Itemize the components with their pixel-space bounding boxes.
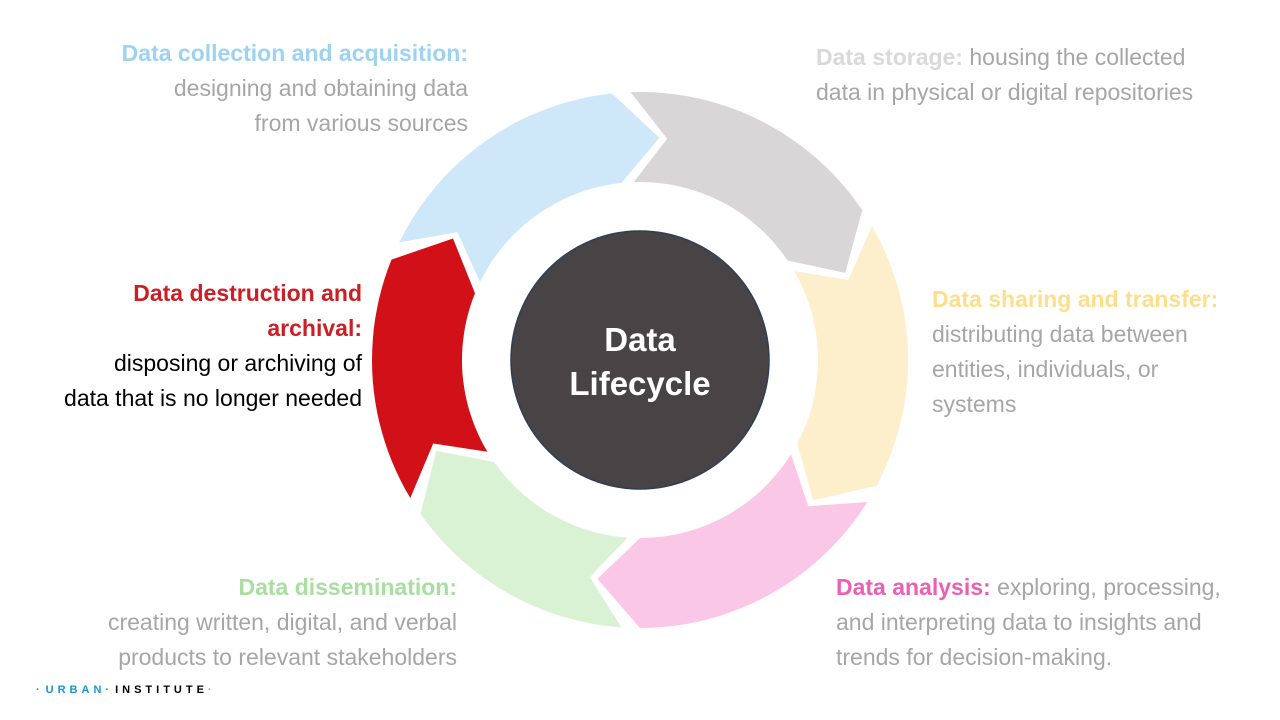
center-circle <box>510 230 770 490</box>
logo-dot-left: · <box>36 684 46 696</box>
stage-dissemination-desc-line1: creating written, digital, and verbal <box>107 609 457 635</box>
stage-sharing-title: Data sharing and transfer: <box>932 286 1219 312</box>
stage-storage-title: Data storage: <box>816 44 963 70</box>
center-title-line1: Data <box>604 321 676 358</box>
logo-dot-middle: · <box>105 684 116 696</box>
center-title: Data Lifecycle <box>510 318 770 406</box>
arrow-dissemination <box>420 450 628 628</box>
stage-destruction-desc-line1: disposing or archiving of <box>113 350 362 376</box>
stage-destruction-title-line1: Data destruction and <box>133 280 362 306</box>
stage-storage-desc-line1: housing the collected <box>962 44 1186 70</box>
logo-urban-word: URBAN <box>45 684 106 696</box>
stage-sharing-label: Data sharing and transfer: distributing … <box>932 282 1272 422</box>
center-title-line2: Lifecycle <box>569 365 711 402</box>
stage-sharing-desc-line1: distributing data between <box>932 321 1188 347</box>
stage-storage-label: Data storage: housing the collected data… <box>816 40 1276 110</box>
logo-institute-word: INSTITUTE <box>115 684 208 696</box>
stage-dissemination-label: Data dissemination: creating written, di… <box>30 570 457 675</box>
stage-sharing-desc-line2: entities, individuals, or <box>932 356 1159 382</box>
stage-analysis-desc-line2: and interpreting data to insights and <box>836 609 1202 635</box>
stage-analysis-desc-line1: exploring, processing, <box>990 574 1221 600</box>
arrow-analysis <box>597 454 868 628</box>
stage-collection-title: Data collection and acquisition: <box>121 40 468 66</box>
arrow-storage <box>630 92 863 273</box>
stage-sharing-desc-line3: systems <box>932 391 1017 417</box>
arrow-sharing <box>794 226 908 501</box>
stage-storage-desc-line2: data in physical or digital repositories <box>816 79 1194 105</box>
stage-dissemination-desc-line2: products to relevant stakeholders <box>118 644 457 670</box>
stage-destruction-desc-line2: data that is no longer needed <box>64 385 362 411</box>
urban-institute-logo: ·URBAN·INSTITUTE· <box>36 684 218 696</box>
stage-dissemination-title: Data dissemination: <box>238 574 457 600</box>
stage-collection-desc-line2: from various sources <box>254 110 468 136</box>
stage-analysis-label: Data analysis: exploring, processing, an… <box>836 570 1276 675</box>
stage-destruction-title-line2: archival: <box>267 315 362 341</box>
stage-destruction-label: Data destruction and archival: disposing… <box>10 276 362 416</box>
stage-analysis-title: Data analysis: <box>836 574 991 600</box>
logo-dot-right: · <box>207 684 218 696</box>
stage-analysis-desc-line3: trends for decision-making. <box>836 644 1113 670</box>
arrow-collection <box>399 93 660 282</box>
arrow-destruction <box>372 238 488 498</box>
stage-collection-desc-line1: designing and obtaining data <box>173 75 468 101</box>
stage-collection-label: Data collection and acquisition: designi… <box>40 36 468 141</box>
